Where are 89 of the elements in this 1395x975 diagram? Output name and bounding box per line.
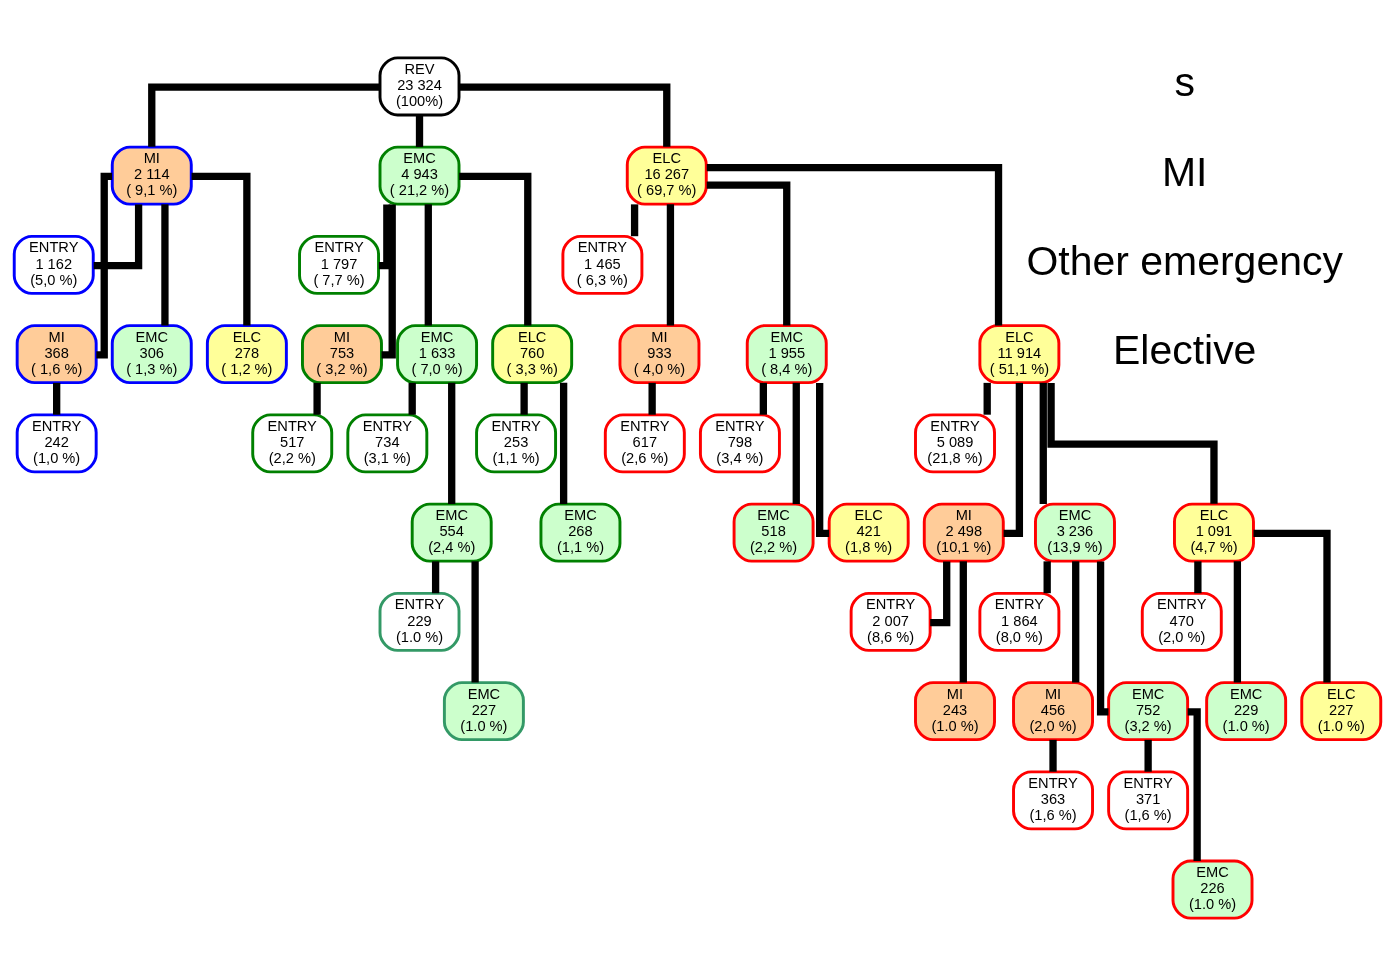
node-box: ENTRY 229 (1.0 %) <box>378 591 461 652</box>
connector <box>930 561 951 626</box>
connector <box>471 560 479 682</box>
node-box: REV 23 324 (100%) <box>378 55 461 116</box>
connector <box>520 382 528 415</box>
connector <box>630 203 639 236</box>
node-box: MI 2 114 ( 9,1 %) <box>110 145 193 206</box>
connector <box>759 382 767 415</box>
connector <box>408 382 416 415</box>
connector <box>559 382 568 504</box>
label: Elective <box>1113 326 1257 373</box>
connector <box>648 382 656 415</box>
connector <box>1187 707 1201 861</box>
node-box: ELC 760 ( 3,3 %) <box>491 323 574 384</box>
connector <box>1039 382 1047 504</box>
node-box: EMC 1 955 ( 8,4 %) <box>745 323 828 384</box>
connector <box>959 560 967 682</box>
node-box: ENTRY 734 (3,1 %) <box>346 412 429 473</box>
connector <box>93 204 143 269</box>
connector <box>983 382 991 415</box>
node-box: ENTRY 1 465 ( 6,3 %) <box>561 234 644 295</box>
node-box: EMC 268 (1,1 %) <box>539 502 622 563</box>
node-box: ELC 278 ( 1,2 %) <box>205 323 288 384</box>
connector <box>459 82 671 147</box>
node-box: ENTRY 470 (2,0 %) <box>1140 591 1223 652</box>
node-box: EMC 554 (2,4 %) <box>410 502 493 563</box>
connector <box>313 382 321 415</box>
node-box: EMC 306 ( 1,3 %) <box>110 323 193 384</box>
node-box: MI 933 ( 4,0 %) <box>618 323 701 384</box>
connector <box>381 203 396 359</box>
node-box: EMC 4 943 ( 21,2 %) <box>378 145 461 206</box>
connector <box>378 204 391 269</box>
connector <box>816 382 830 537</box>
node-box: EMC 518 (2,2 %) <box>732 502 815 563</box>
connector <box>431 560 440 593</box>
label: s <box>1174 58 1195 105</box>
node-box: ENTRY 2 007 (8,6 %) <box>849 591 932 652</box>
connector <box>1049 739 1057 772</box>
node-box: MI 243 (1.0 %) <box>914 680 996 741</box>
node-box: EMC 3 236 (13,9 %) <box>1034 502 1116 563</box>
connector <box>792 382 800 504</box>
connector <box>1253 529 1331 683</box>
node-box: ELC 421 (1,8 %) <box>827 502 910 563</box>
connector <box>1043 560 1051 593</box>
connector <box>415 114 424 147</box>
node-box: ENTRY 371 (1,6 %) <box>1107 769 1190 830</box>
node-box: EMC 229 (1.0 %) <box>1205 680 1288 741</box>
node-box: ENTRY 253 (1,1 %) <box>475 412 558 473</box>
connector <box>459 172 532 326</box>
connector <box>424 203 432 325</box>
node-box: MI 368 ( 1,6 %) <box>15 323 98 384</box>
node-box: ENTRY 617 (2,6 %) <box>603 412 686 473</box>
node-box: ELC 16 267 ( 69,7 %) <box>625 145 708 206</box>
connector <box>53 382 61 415</box>
node-box: MI 753 ( 3,2 %) <box>301 323 383 384</box>
node-box: MI 2 498 (10,1 %) <box>922 502 1005 563</box>
node-box: ENTRY 363 (1,6 %) <box>1012 769 1094 830</box>
connector <box>706 163 1003 325</box>
connector <box>448 382 456 504</box>
label: MI <box>1161 148 1208 195</box>
connector <box>1003 382 1024 537</box>
node-box: ENTRY 1 162 (5,0 %) <box>12 234 95 295</box>
connector <box>666 203 675 325</box>
node-box: ENTRY 798 (3,4 %) <box>698 412 781 473</box>
connector <box>1096 560 1109 715</box>
connector <box>1144 739 1152 772</box>
connector <box>96 172 113 359</box>
node-box: ENTRY 1 797 ( 7,7 %) <box>298 234 380 295</box>
connector <box>191 172 251 326</box>
node-box: ENTRY 242 (1,0 %) <box>15 412 98 473</box>
connector <box>1072 560 1080 682</box>
label: Other emergency <box>1026 237 1343 284</box>
node-box: ENTRY 517 (2,2 %) <box>251 412 334 473</box>
connector <box>161 203 169 325</box>
node-box: EMC 752 (3,2 %) <box>1107 680 1190 741</box>
connector <box>1233 560 1242 682</box>
node-box: ELC 11 914 ( 51,1 %) <box>978 323 1061 384</box>
node-box: EMC 226 (1.0 %) <box>1171 859 1254 920</box>
node-box: MI 456 (2,0 %) <box>1012 680 1094 741</box>
node-box: EMC 227 (1.0 %) <box>442 680 525 741</box>
node-box: ENTRY 5 089 (21,8 %) <box>914 412 996 473</box>
node-box: ENTRY 1 864 (8,0 %) <box>978 591 1061 652</box>
connector <box>1194 560 1202 593</box>
node-box: ELC 1 091 (4,7 %) <box>1173 502 1255 563</box>
connector <box>148 82 380 147</box>
node-box: ELC 227 (1.0 %) <box>1300 680 1383 741</box>
connector <box>706 181 791 325</box>
node-box: EMC 1 633 ( 7,0 %) <box>396 323 479 384</box>
connector <box>1047 382 1218 504</box>
